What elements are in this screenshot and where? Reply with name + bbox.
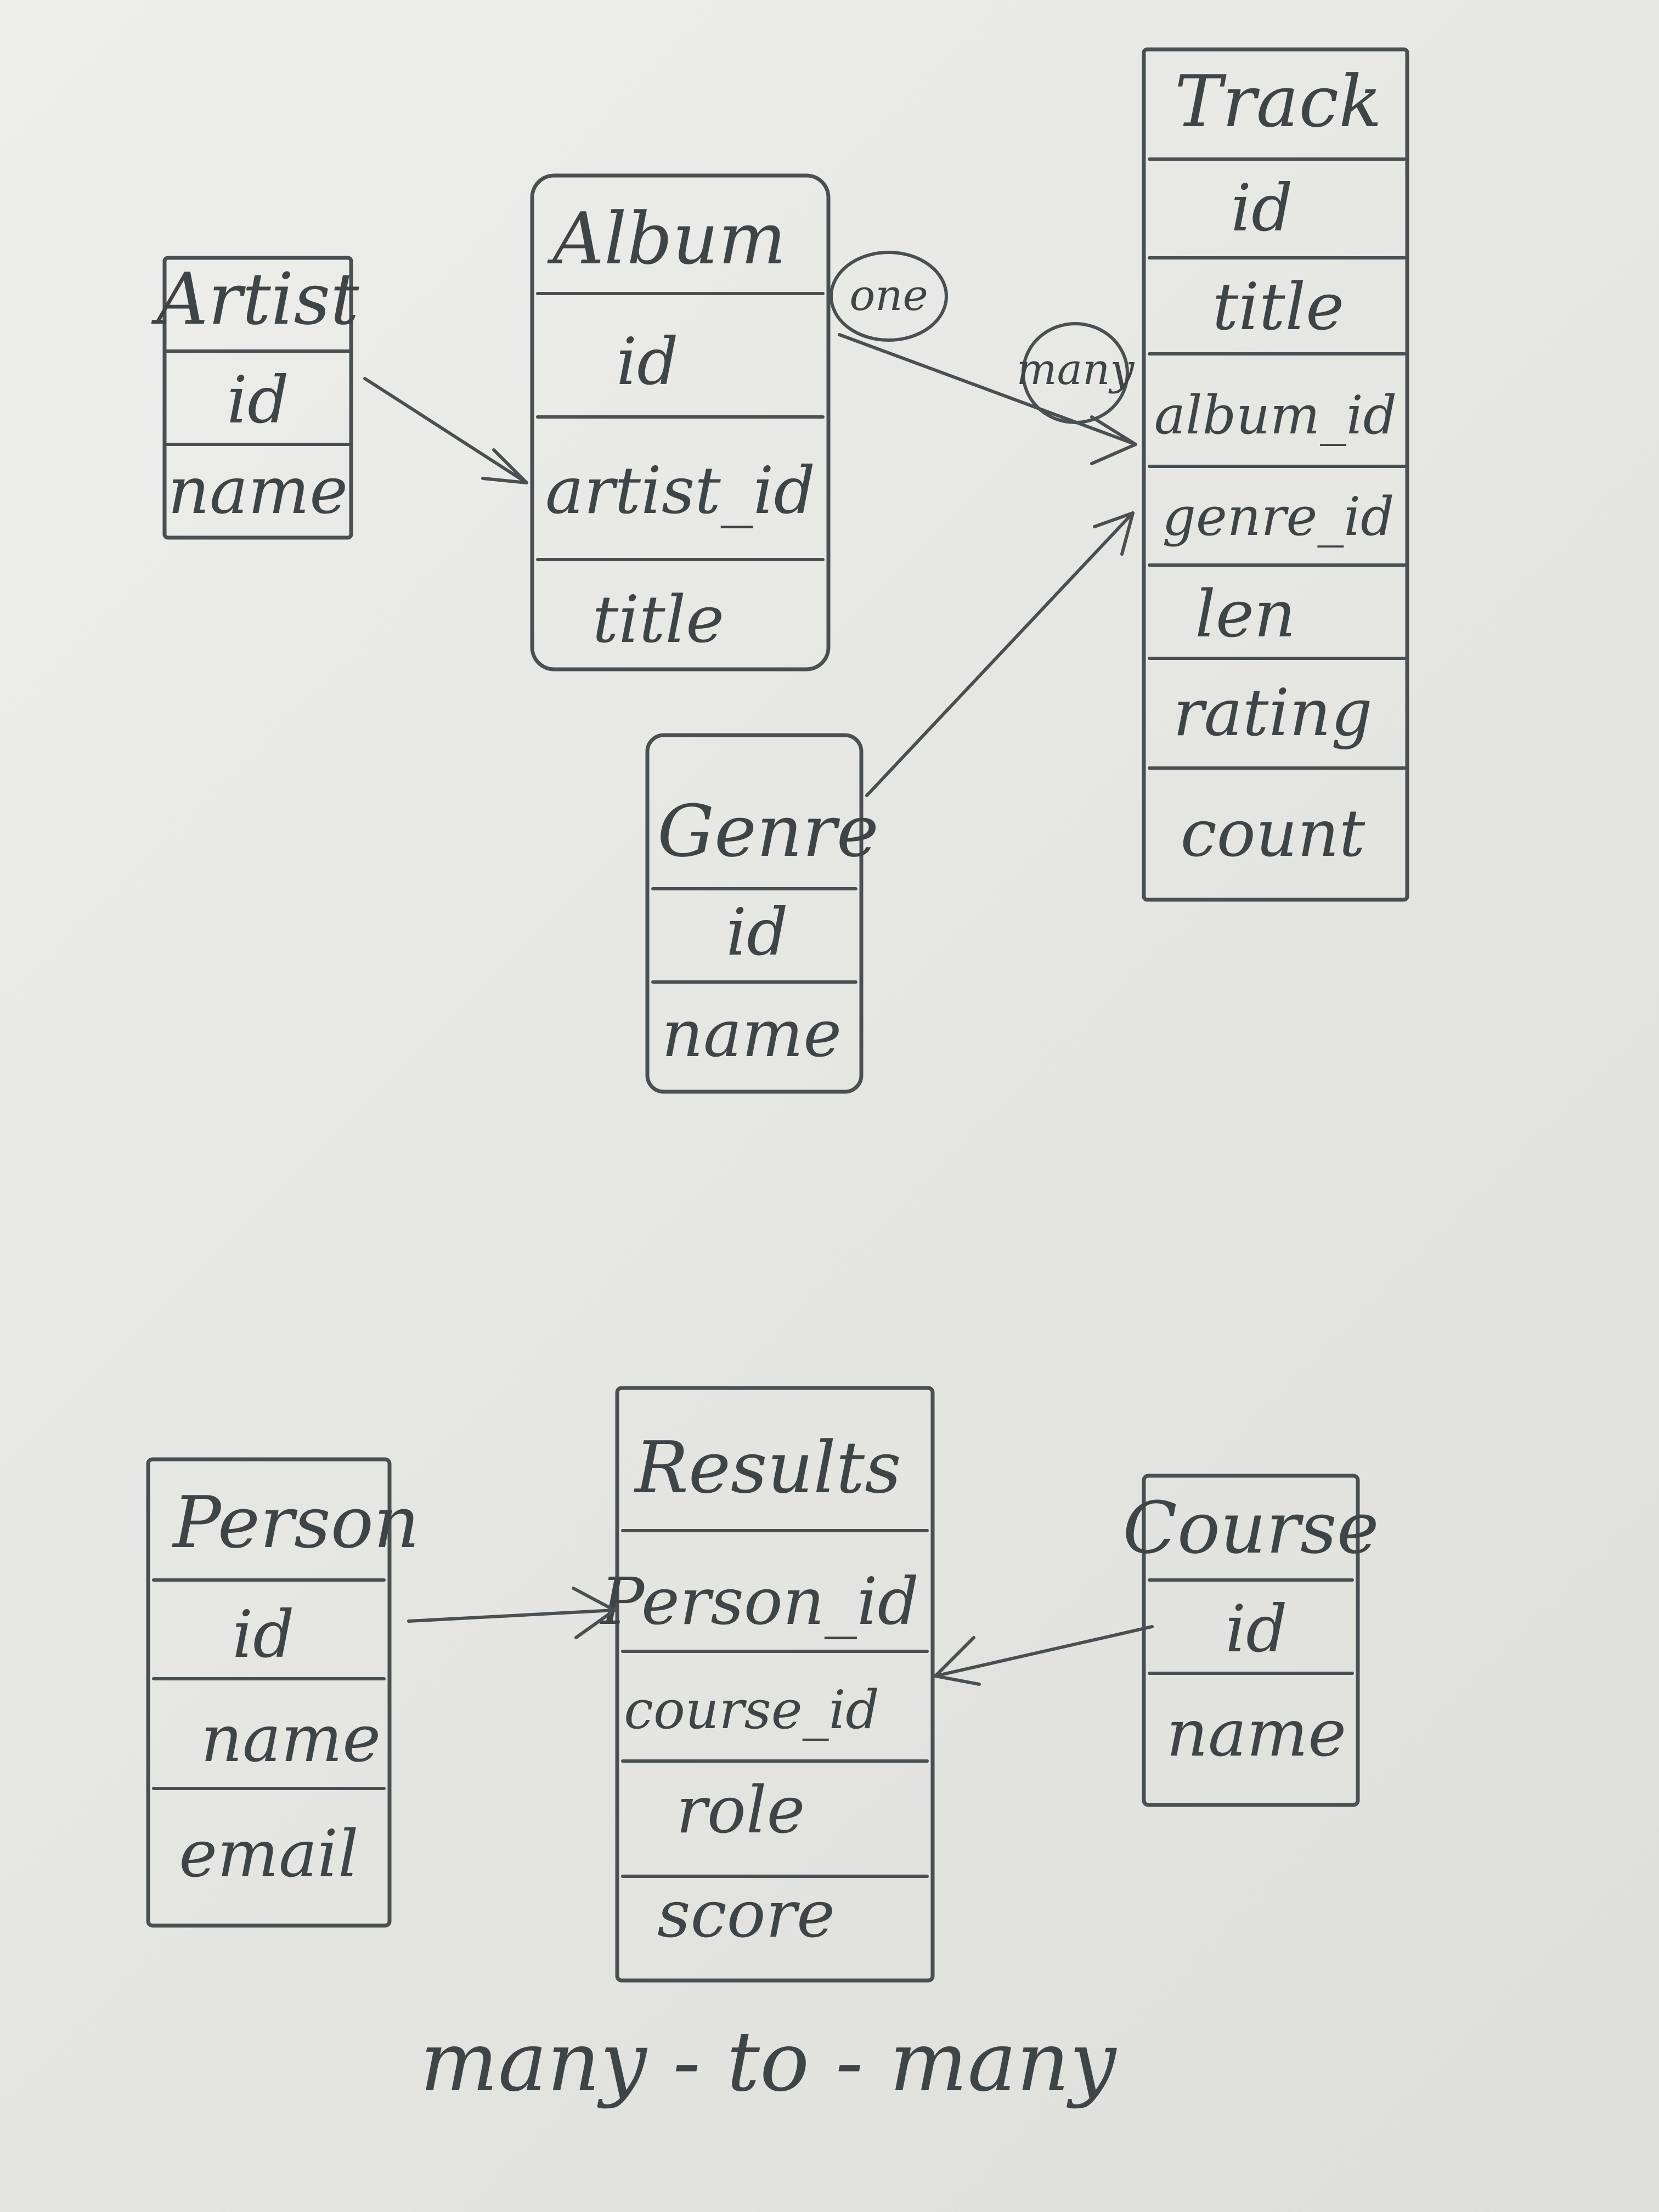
album-field-artist-id: artist_id [545, 453, 815, 528]
person-box [146, 1457, 392, 1928]
genre-field-id: id [726, 894, 788, 970]
person-field-email: email [179, 1816, 359, 1892]
course-field-name: name [1166, 1695, 1346, 1771]
results-box [615, 1386, 935, 1983]
artist-field-name: name [168, 453, 348, 528]
course-results-connector [934, 1625, 1154, 1686]
album-box [530, 173, 831, 672]
album-entity: Album id artist_id title [530, 173, 831, 672]
album-title: Album [547, 197, 786, 280]
one-label: one [830, 251, 948, 342]
track-box [1142, 47, 1409, 902]
genre-title: Genre [657, 789, 879, 873]
course-title: Course [1122, 1486, 1379, 1570]
artist-field-id: id [227, 362, 289, 438]
many-bubble [1022, 322, 1129, 424]
results-field-role: role [676, 1772, 805, 1848]
many-label-text: many [1017, 345, 1135, 394]
genre-track-connector [865, 511, 1135, 797]
track-entity: Track id title album_id genre_id len rat… [1142, 47, 1409, 902]
course-box [1142, 1474, 1360, 1807]
album-field-title: title [592, 582, 724, 657]
artist-entity: Artist id name [151, 256, 360, 540]
one-bubble [830, 251, 948, 342]
track-field-album-id: album_id [1154, 385, 1397, 446]
artist-title: Artist [151, 257, 360, 341]
artist-album-connector [363, 377, 528, 484]
person-title: Person [172, 1481, 419, 1564]
track-field-genre-id: genre_id [1163, 486, 1395, 548]
track-field-rating: rating [1173, 675, 1372, 751]
results-entity: Results Person_id course_id role score [600, 1386, 935, 1983]
genre-field-name: name [662, 996, 842, 1071]
course-field-id: id [1225, 1591, 1287, 1667]
person-field-id: id [232, 1596, 294, 1672]
genre-box [645, 733, 864, 1094]
results-title: Results [634, 1426, 901, 1509]
many-label: many [1017, 322, 1135, 424]
results-field-score: score [657, 1876, 835, 1952]
track-field-title: title [1212, 269, 1344, 345]
track-field-count: count [1181, 795, 1365, 871]
many-to-many-caption: many - to - many [420, 2015, 1118, 2110]
track-title: Track [1175, 60, 1382, 143]
artist-box [162, 256, 353, 540]
one-label-text: one [849, 271, 928, 320]
person-field-name: name [201, 1701, 381, 1776]
person-results-connector [407, 1587, 616, 1639]
track-field-len: len [1195, 576, 1296, 652]
album-field-id: id [616, 324, 678, 399]
genre-entity: Genre id name [645, 733, 879, 1094]
album-track-connector [838, 333, 1137, 465]
results-field-course-id: course_id [624, 1679, 879, 1741]
results-field-person-id: Person_id [600, 1564, 919, 1639]
track-field-id: id [1231, 170, 1293, 246]
person-entity: Person id name email [146, 1457, 420, 1928]
course-entity: Course id name [1122, 1474, 1379, 1807]
